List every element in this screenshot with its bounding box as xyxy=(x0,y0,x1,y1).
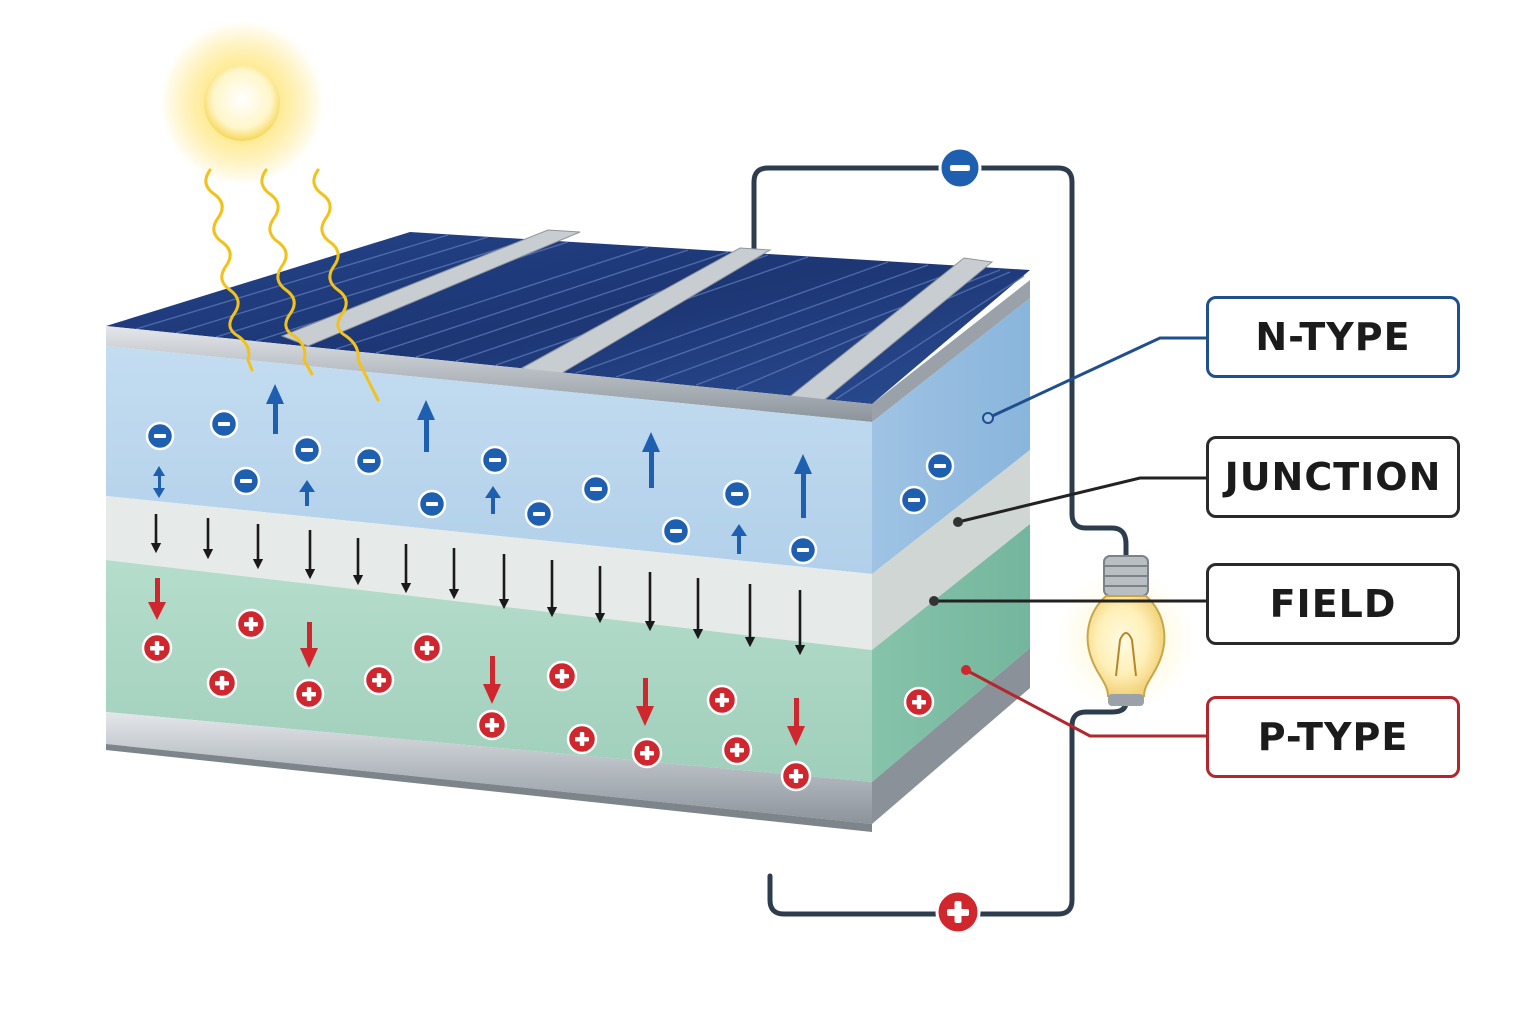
hole-icon xyxy=(631,737,663,769)
hole-icon xyxy=(566,723,598,755)
holes xyxy=(141,608,935,792)
electron-icon xyxy=(480,445,510,475)
electron-icon xyxy=(209,409,239,439)
electron-icon xyxy=(354,446,384,476)
electron-icon xyxy=(722,479,752,509)
bottom-electrode-side xyxy=(872,648,1030,824)
hole-icon xyxy=(235,608,267,640)
hole-icon xyxy=(206,667,238,699)
electron-icon xyxy=(145,421,175,451)
junction-label: JUNCTION xyxy=(1206,436,1460,518)
junction-layer-front xyxy=(106,496,872,650)
electron-icon xyxy=(925,451,955,481)
sunlight-rays xyxy=(204,168,380,402)
bottom-electrode-front xyxy=(106,712,872,824)
ptype-side-face xyxy=(872,524,1030,782)
electron-icon xyxy=(581,474,611,504)
field-arrows xyxy=(150,514,806,656)
electron-icon xyxy=(661,516,691,546)
electron-icon xyxy=(788,535,818,565)
electron-icon xyxy=(417,489,447,519)
electron-icon xyxy=(292,435,322,465)
cell-bus-bars xyxy=(280,229,994,411)
hole-icon xyxy=(411,632,443,664)
electrons xyxy=(145,409,955,565)
top-electrode-side xyxy=(872,280,1030,422)
leader-dots xyxy=(929,412,994,675)
sun-icon xyxy=(160,21,324,185)
electron-icon xyxy=(524,499,554,529)
hole-icon xyxy=(903,686,935,718)
hole-icon xyxy=(476,709,508,741)
hole-icon xyxy=(780,760,812,792)
hole-icon xyxy=(293,678,325,710)
electron-icon xyxy=(231,466,261,496)
junction-side-face xyxy=(872,450,1030,650)
hole-icon xyxy=(363,664,395,696)
ptype-label: P-TYPE xyxy=(1206,696,1460,778)
light-bulb-icon xyxy=(1056,555,1196,710)
bottom-electrode-base xyxy=(106,744,872,832)
ntype-label: N-TYPE xyxy=(1206,296,1460,378)
ptype-layer-front xyxy=(106,560,872,782)
hole-icon xyxy=(141,632,173,664)
field-label: FIELD xyxy=(1206,563,1460,645)
hole-icon xyxy=(546,660,578,692)
negative-terminal-icon xyxy=(938,146,982,190)
hole-icon xyxy=(721,734,753,766)
cell-top-surface xyxy=(106,232,1030,404)
electron-icon xyxy=(899,485,929,515)
label-leaders xyxy=(934,336,1206,738)
hole-motion-arrows xyxy=(148,578,805,746)
external-circuit-wire xyxy=(751,165,1129,917)
positive-terminal-icon xyxy=(935,889,981,935)
electron-motion-arrows xyxy=(153,384,812,554)
hole-icon xyxy=(706,684,738,716)
top-electrode-front xyxy=(106,326,872,422)
